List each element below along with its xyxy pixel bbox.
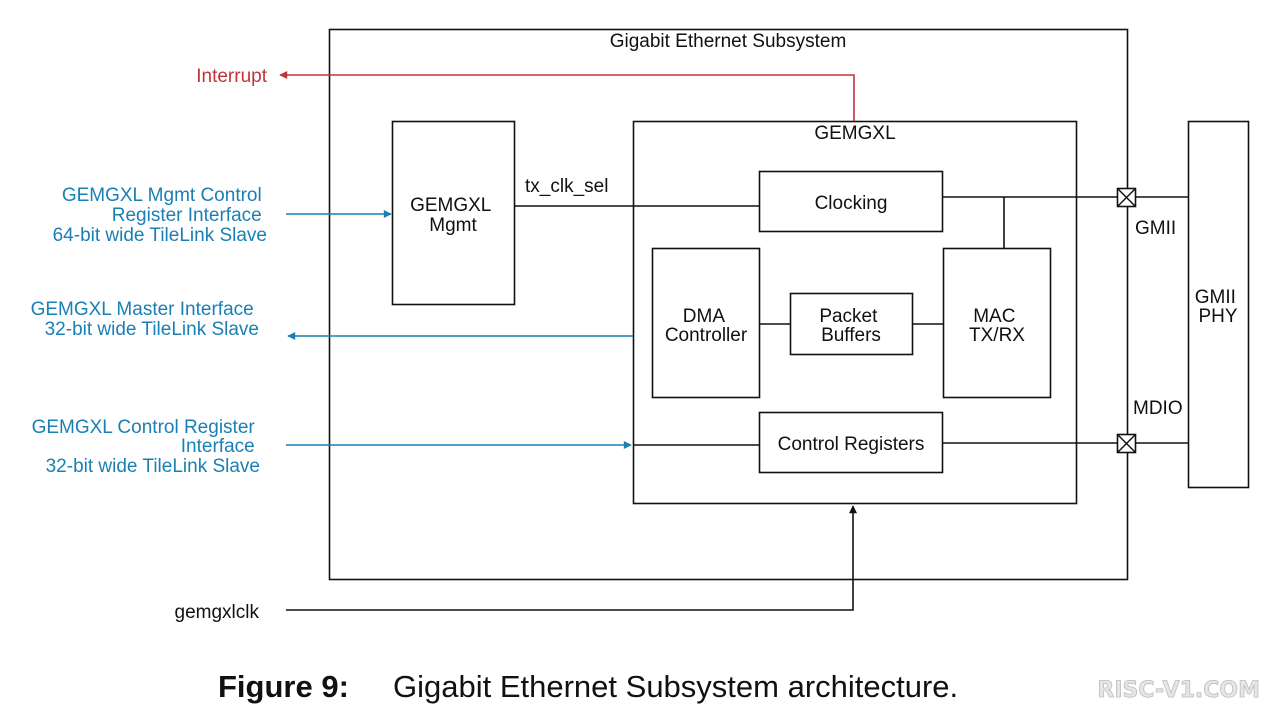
packet-buffers-block <box>789 292 914 356</box>
control-registers-label: Control Registers <box>778 434 925 455</box>
gemgxl-title: GEMGXL <box>814 123 895 144</box>
control-interface-label: GEMGXL Control Register Interface 32-bit… <box>32 417 260 477</box>
gemgxl-box <box>632 120 1078 505</box>
mac-label: MAC TX/RX <box>969 306 1025 346</box>
figure-caption: Gigabit Ethernet Subsystem architecture. <box>393 669 958 704</box>
control-registers-block <box>758 411 944 474</box>
mdio-label: MDIO <box>1133 398 1183 419</box>
tx-clk-sel-label: tx_clk_sel <box>525 176 608 197</box>
interrupt-label: Interrupt <box>196 66 267 87</box>
clocking-label: Clocking <box>815 193 888 214</box>
mac-block <box>942 247 1052 399</box>
watermark: RISC-V1.COM <box>1097 678 1260 703</box>
interrupt-line <box>279 71 855 121</box>
master-interface-label: GEMGXL Master Interface 32-bit wide Tile… <box>31 299 259 340</box>
figure-label: Figure 9: <box>218 669 349 704</box>
dma-controller-block <box>651 247 761 399</box>
clocking-block <box>758 170 944 233</box>
gmii-phy-label: GMII PHY <box>1195 287 1241 327</box>
subsystem-title: Gigabit Ethernet Subsystem <box>610 31 847 52</box>
packet-buffers-label: Packet Buffers <box>819 306 882 346</box>
gmii-label: GMII <box>1135 218 1176 239</box>
clock-input-line <box>286 505 857 611</box>
gmii-phy-block <box>1187 120 1250 489</box>
gmii-pad-icon <box>1116 187 1137 208</box>
clock-input-label: gemgxlclk <box>175 602 260 623</box>
mgmt-interface-label: GEMGXL Mgmt Control Register Interface 6… <box>53 185 267 246</box>
mgmt-block-label: GEMGXL Mgmt <box>410 195 496 236</box>
subsystem-box <box>328 28 1129 581</box>
dma-controller-label: DMA Controller <box>665 306 748 346</box>
mgmt-block <box>391 120 516 306</box>
mdio-pad-icon <box>1116 433 1137 454</box>
